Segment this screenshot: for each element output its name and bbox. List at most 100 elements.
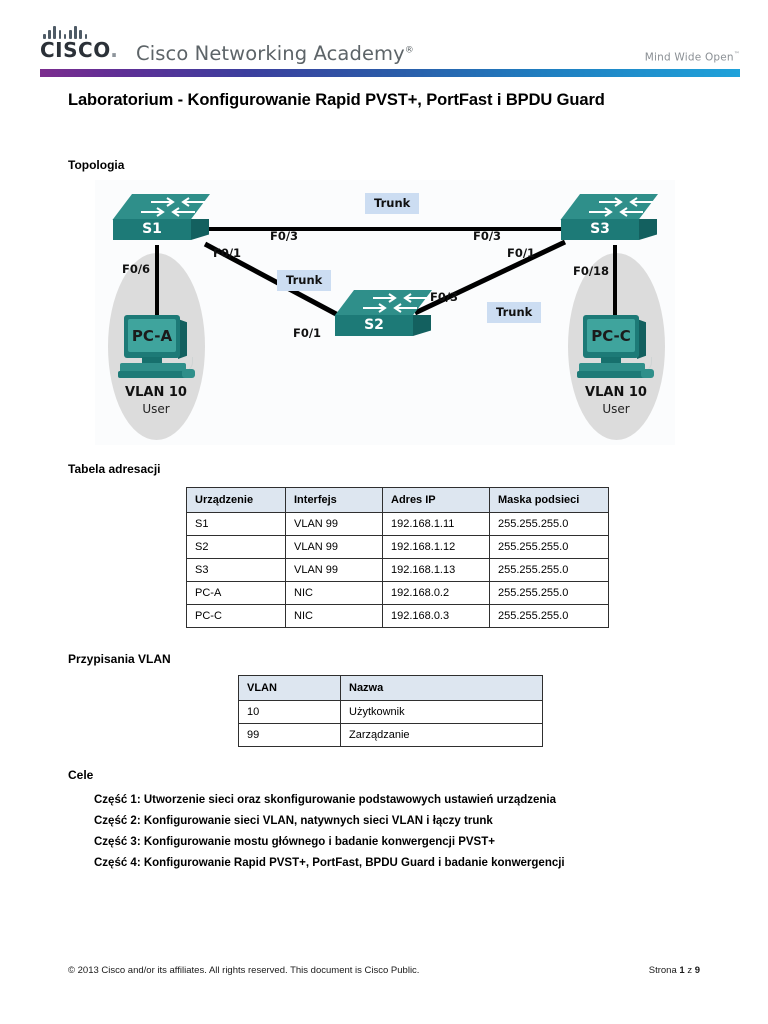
pc-c-neck xyxy=(601,357,621,364)
vlan-zone-left-role: User xyxy=(142,402,170,416)
interface-label-s1-f03: F0/3 xyxy=(270,229,299,243)
cisco-tagline: Mind Wide Open™ xyxy=(645,51,740,64)
pc-c-mouse-icon xyxy=(641,369,654,378)
section-heading-topology: Topologia xyxy=(68,158,125,172)
pc-a-screen xyxy=(128,319,176,352)
footer-page-total: 9 xyxy=(694,965,700,976)
cell-interface: VLAN 99 xyxy=(285,558,383,582)
section-heading-vlan: Przypisania VLAN xyxy=(68,652,171,666)
cell-interface: NIC xyxy=(285,604,383,628)
cell-device: PC-A xyxy=(186,581,286,605)
switch-s3-front-face xyxy=(561,219,639,240)
cisco-wordmark-text: CISCO xyxy=(40,38,111,62)
cell-device: PC-C xyxy=(186,604,286,628)
table-row: S2 VLAN 99 192.168.1.12 255.255.255.0 xyxy=(186,535,609,559)
col-header-device: Urządzenie xyxy=(186,487,286,513)
vlan-zone-right-role: User xyxy=(602,402,630,416)
cell-ip: 192.168.1.11 xyxy=(382,512,490,536)
table-row: PC-C NIC 192.168.0.3 255.255.255.0 xyxy=(186,604,609,628)
cell-device: S3 xyxy=(186,558,286,582)
cell-vlan-name: Zarządzanie xyxy=(340,723,543,747)
col-header-vlan: VLAN xyxy=(238,675,341,701)
interface-label-s3-f018: F0/18 xyxy=(573,264,610,278)
cell-mask: 255.255.255.0 xyxy=(489,581,609,605)
interface-label-s3-f01: F0/1 xyxy=(507,246,536,260)
page-footer: © 2013 Cisco and/or its affiliates. All … xyxy=(68,965,700,976)
table-row: S3 VLAN 99 192.168.1.13 255.255.255.0 xyxy=(186,558,609,582)
switch-arrows-icon xyxy=(363,293,427,313)
academy-title: Cisco Networking Academy® xyxy=(136,42,414,65)
vlan-zone-left-caption: VLAN 10 User xyxy=(101,385,211,416)
cell-interface: VLAN 99 xyxy=(285,535,383,559)
cisco-bridge-icon xyxy=(43,26,120,39)
pc-c-base-lower xyxy=(577,371,647,378)
switch-s2-side-face xyxy=(413,315,431,336)
trunk-badge-s1-s3: Trunk xyxy=(365,193,420,214)
table-row: 99 Zarządzanie xyxy=(238,723,543,747)
interface-label-s2-f01: F0/1 xyxy=(293,326,322,340)
addressing-table: Urządzenie Interfejs Adres IP Maska pods… xyxy=(186,487,609,628)
cell-ip: 192.168.0.2 xyxy=(382,581,490,605)
footer-page-current: 1 xyxy=(679,965,685,976)
cisco-tagline-text: Mind Wide Open xyxy=(644,51,734,64)
table-header-row: VLAN Nazwa xyxy=(238,675,543,701)
page-title: Laboratorium - Konfigurowanie Rapid PVST… xyxy=(68,91,605,109)
cell-mask: 255.255.255.0 xyxy=(489,535,609,559)
cell-device: S1 xyxy=(186,512,286,536)
pc-a-neck xyxy=(142,357,162,364)
table-row: PC-A NIC 192.168.0.2 255.255.255.0 xyxy=(186,581,609,605)
switch-s2-label: S2 xyxy=(364,317,384,333)
host-pc-c[interactable]: PC-C xyxy=(577,315,657,385)
page-header: CISCO. Cisco Networking Academy® Mind Wi… xyxy=(0,0,768,82)
trunk-badge-s2-s3: Trunk xyxy=(487,302,542,323)
cell-vlan-id: 99 xyxy=(238,723,341,747)
switch-s1-front-face xyxy=(113,219,191,240)
col-header-mask: Maska podsieci xyxy=(489,487,609,513)
trunk-badge-s1-s2: Trunk xyxy=(277,270,332,291)
pc-a-monitor-side xyxy=(178,319,187,359)
vlan-assignments-table: VLAN Nazwa 10 Użytkownik 99 Zarządzanie xyxy=(238,675,543,747)
interface-label-s2-f03: F0/3 xyxy=(430,290,459,304)
topology-links xyxy=(155,227,617,318)
vlan-zone-left-vlan: VLAN 10 xyxy=(125,385,187,400)
section-heading-addressing: Tabela adresacji xyxy=(68,462,161,476)
switch-s1-side-face xyxy=(191,219,209,240)
switch-s2[interactable]: S2 xyxy=(334,290,432,338)
header-gradient-rule xyxy=(40,69,740,77)
interface-label-s3-f03: F0/3 xyxy=(473,229,502,243)
cell-device: S2 xyxy=(186,535,286,559)
pc-c-screen xyxy=(587,319,635,352)
cell-ip: 192.168.1.13 xyxy=(382,558,490,582)
cisco-wordmark: CISCO. xyxy=(40,40,120,60)
pc-a-mouse-icon xyxy=(182,369,195,378)
cisco-tagline-trademark: ™ xyxy=(733,51,740,58)
footer-page-separator: z xyxy=(687,965,693,976)
switch-s1-label: S1 xyxy=(142,221,162,237)
cell-vlan-id: 10 xyxy=(238,700,341,724)
vlan-zone-right-vlan: VLAN 10 xyxy=(585,385,647,400)
switch-s2-front-face xyxy=(335,315,413,336)
pc-a-base-lower xyxy=(118,371,188,378)
switch-s1[interactable]: S1 xyxy=(112,194,210,242)
list-item: Część 1: Utworzenie sieci oraz skonfigur… xyxy=(94,794,557,806)
cell-ip: 192.168.1.12 xyxy=(382,535,490,559)
switch-s3-label: S3 xyxy=(590,221,610,237)
list-item: Część 4: Konfigurowanie Rapid PVST+, Por… xyxy=(94,857,565,869)
cell-ip: 192.168.0.3 xyxy=(382,604,490,628)
host-pc-c-label: PC-C xyxy=(591,327,631,345)
table-row: 10 Użytkownik xyxy=(238,700,543,724)
list-item: Część 2: Konfigurowanie sieci VLAN, naty… xyxy=(94,815,493,827)
switch-s3-side-face xyxy=(639,219,657,240)
switch-s3[interactable]: S3 xyxy=(560,194,658,242)
switch-arrows-icon xyxy=(141,197,205,217)
footer-page-number: Strona 1 z 9 xyxy=(649,965,700,976)
host-pc-a[interactable]: PC-A xyxy=(118,315,198,385)
vlan-zone-right-caption: VLAN 10 User xyxy=(561,385,671,416)
cisco-logo: CISCO. xyxy=(40,26,120,60)
table-row: S1 VLAN 99 192.168.1.11 255.255.255.0 xyxy=(186,512,609,536)
col-header-name: Nazwa xyxy=(340,675,543,701)
academy-title-text: Cisco Networking Academy xyxy=(136,42,405,65)
interface-label-s1-f06: F0/6 xyxy=(122,262,151,276)
list-item: Część 3: Konfigurowanie mostu głównego i… xyxy=(94,836,495,848)
